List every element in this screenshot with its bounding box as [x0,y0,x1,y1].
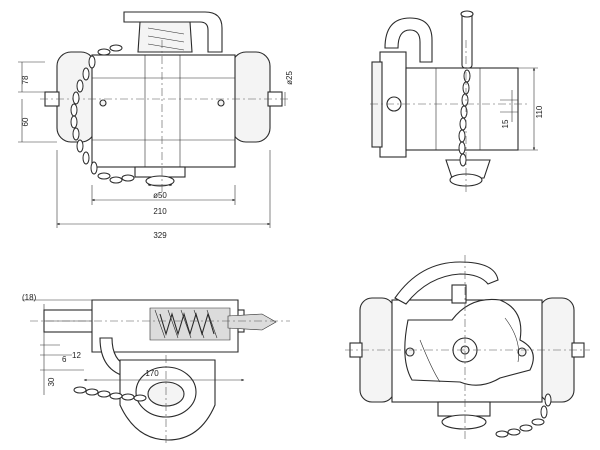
section-chain [73,386,147,402]
dim-50: ø50 [153,191,167,200]
coupling-body [91,54,236,168]
rear-view [345,255,590,440]
dim-15: 15 [501,119,510,128]
right-roller [231,51,271,143]
front-dimensions [18,61,286,228]
dim-329: 329 [153,231,167,240]
threaded-rod [227,313,277,331]
dim-25: ø25 [285,71,294,85]
dim-12: 12 [72,351,81,360]
dim-30: 30 [47,377,56,386]
side-view: 110 15 [370,10,544,195]
rear-chain [495,393,552,438]
dim-60: 60 [21,117,30,126]
rear-lever [394,261,499,305]
side-chain [458,69,471,167]
locking-pin [461,11,473,69]
dim-170: 170 [145,369,159,378]
dim-210: 210 [153,207,167,216]
section-view: (18) 6 12 30 170 [22,293,290,445]
dim-18: (18) [22,293,37,302]
bolt [217,99,225,107]
front-view: 78 60 ø25 ø50 210 329 [18,11,294,240]
dim-110: 110 [535,105,544,118]
safety-chain [70,44,135,184]
side-lever [384,17,433,63]
bolt [99,99,107,107]
dim-6: 6 [62,355,67,364]
dim-78: 78 [21,75,30,84]
